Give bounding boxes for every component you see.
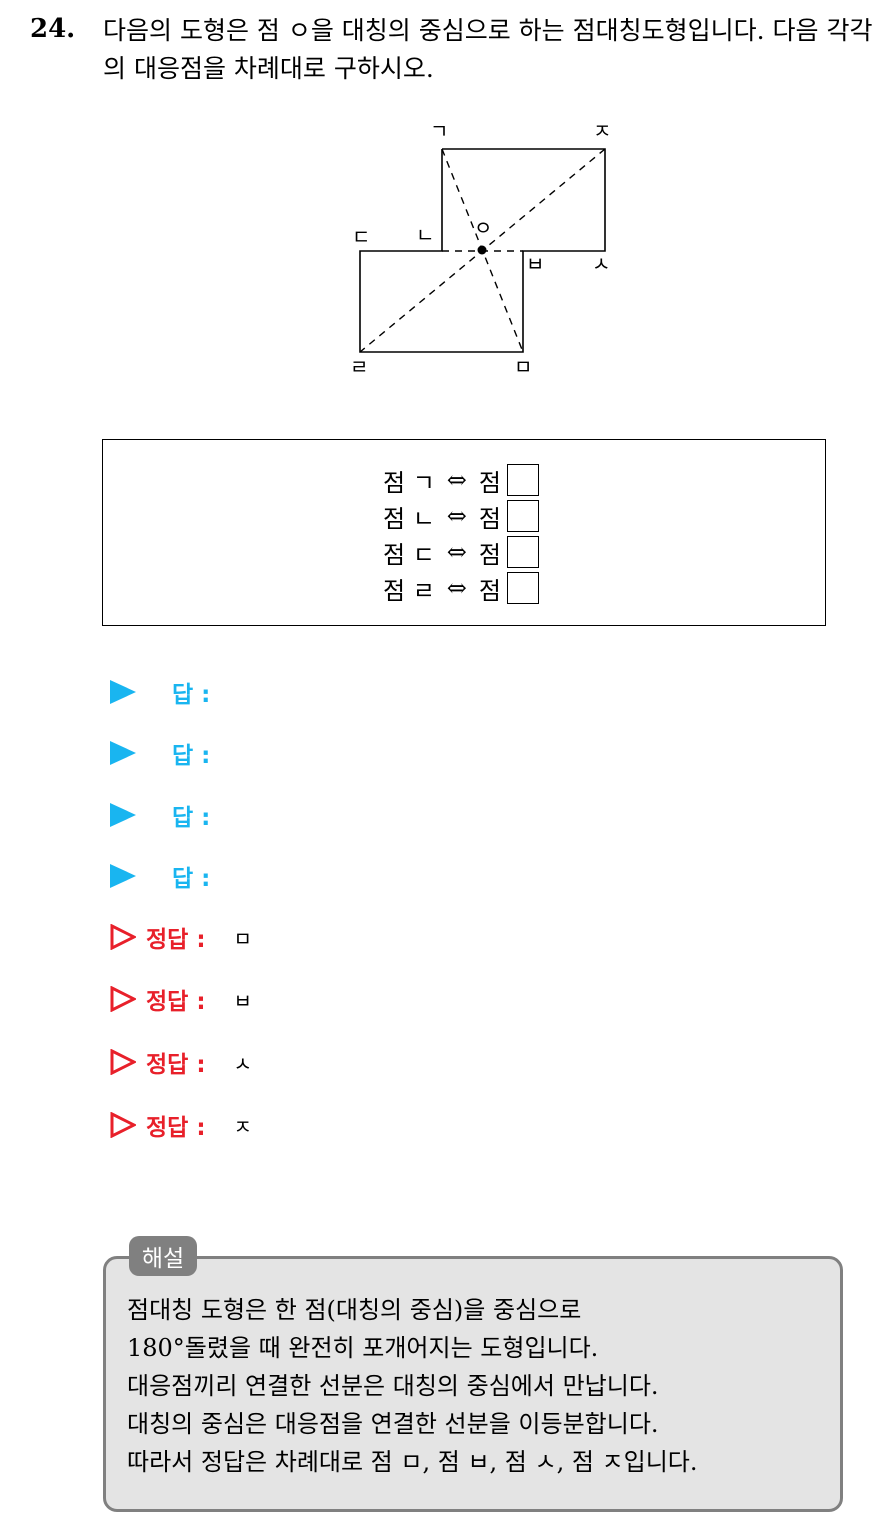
pair-left: 점 ㄱ [383, 468, 435, 497]
label-d: ㄷ [352, 225, 370, 249]
label-g: ㄱ [430, 119, 448, 143]
correct-answer-line: 정답 : ㅁ [110, 917, 252, 957]
explanation-line: 대응점끼리 연결한 선분은 대칭의 중심에서 만납니다. [127, 1372, 659, 1400]
answer-label: 답 : [172, 743, 211, 769]
pair-row: 점 ㄱ ⇔ 점 [383, 462, 539, 498]
answer-label: 답 : [172, 805, 211, 831]
correct-answer-line: 정답 : ㅅ [110, 1042, 252, 1082]
outline-arrow-icon [110, 1049, 136, 1075]
pair-arrow: ⇔ [446, 538, 467, 566]
answer-blank-box[interactable] [507, 572, 539, 604]
correct-answer-value: ㅁ [233, 926, 252, 951]
explanation-body: 점대칭 도형은 한 점(대칭의 중심)을 중심으로 180°돌렸을 때 완전히 … [127, 1291, 837, 1481]
label-s: ㅅ [592, 252, 610, 276]
answer-label: 답 : [172, 682, 211, 708]
explanation-box [103, 1256, 843, 1512]
pair-right: 점 [478, 468, 501, 497]
correct-answer-value: ㅈ [233, 1114, 252, 1139]
play-arrow-icon [110, 864, 136, 888]
correct-answer-label: 정답 : [146, 1052, 206, 1078]
play-arrow-icon [110, 741, 136, 765]
answer-line[interactable]: 답 : [110, 795, 210, 835]
label-r: ㄹ [350, 355, 368, 379]
correct-answer-label: 정답 : [146, 1115, 206, 1141]
label-n: ㄴ [416, 223, 434, 247]
explanation-line: 따라서 정답은 차례대로 점 ㅁ, 점 ㅂ, 점 ㅅ, 점 ㅈ입니다. [127, 1448, 698, 1476]
pair-arrow: ⇔ [446, 466, 467, 494]
question-number: 24. [30, 14, 76, 44]
correct-answer-line: 정답 : ㅂ [110, 979, 252, 1019]
pair-row: 점 ㄷ ⇔ 점 [383, 534, 539, 570]
explanation-tag: 해설 [129, 1236, 197, 1276]
pair-right: 점 [478, 576, 501, 605]
correct-answer-label: 정답 : [146, 927, 206, 953]
answer-blank-box[interactable] [507, 464, 539, 496]
explanation-line: 180°돌렸을 때 완전히 포개어지는 도형입니다. [127, 1334, 599, 1362]
play-arrow-icon [110, 680, 136, 704]
label-o: ㅇ [474, 216, 492, 240]
pair-arrow: ⇔ [446, 502, 467, 530]
pair-right: 점 [478, 504, 501, 533]
label-m: ㅁ [514, 355, 532, 379]
center-point-o [477, 245, 487, 255]
pair-row: 점 ㄹ ⇔ 점 [383, 570, 539, 606]
pair-left: 점 ㄹ [383, 576, 435, 605]
pair-arrow: ⇔ [446, 574, 467, 602]
label-b: ㅂ [526, 252, 544, 276]
answer-line[interactable]: 답 : [110, 856, 210, 896]
question-text: 다음의 도형은 점 ㅇ을 대칭의 중심으로 하는 점대칭도형입니다. 다음 각각… [103, 16, 873, 83]
play-arrow-icon [110, 803, 136, 827]
pair-left: 점 ㄴ [383, 504, 435, 533]
pairs-box: 점 ㄱ ⇔ 점 점 ㄴ ⇔ 점 점 ㄷ ⇔ 점 점 ㄹ ⇔ 점 [102, 439, 826, 626]
explanation-line: 대칭의 중심은 대응점을 연결한 선분을 이등분합니다. [127, 1410, 659, 1438]
outline-arrow-icon [110, 924, 136, 950]
answer-blank-box[interactable] [507, 536, 539, 568]
figure-outline [359, 148, 606, 353]
answer-label: 답 : [172, 866, 211, 892]
answer-line[interactable]: 답 : [110, 672, 210, 712]
correct-answer-value: ㅂ [233, 988, 252, 1013]
correct-answer-line: 정답 : ㅈ [110, 1105, 252, 1145]
correct-answer-value: ㅅ [233, 1051, 252, 1076]
point-symmetry-figure: ㄱ ㅈ ㄷ ㄴ ㅇ ㅂ ㅅ ㄹ ㅁ [350, 119, 611, 379]
pair-left: 점 ㄷ [383, 540, 435, 569]
outline-arrow-icon [110, 1112, 136, 1138]
pair-right: 점 [478, 540, 501, 569]
correct-answer-label: 정답 : [146, 989, 206, 1015]
outline-arrow-icon [110, 986, 136, 1012]
pair-row: 점 ㄴ ⇔ 점 [383, 498, 539, 534]
answer-blank-box[interactable] [507, 500, 539, 532]
explanation-line: 점대칭 도형은 한 점(대칭의 중심)을 중심으로 [127, 1296, 582, 1324]
label-j: ㅈ [593, 119, 611, 143]
answer-line[interactable]: 답 : [110, 733, 210, 773]
